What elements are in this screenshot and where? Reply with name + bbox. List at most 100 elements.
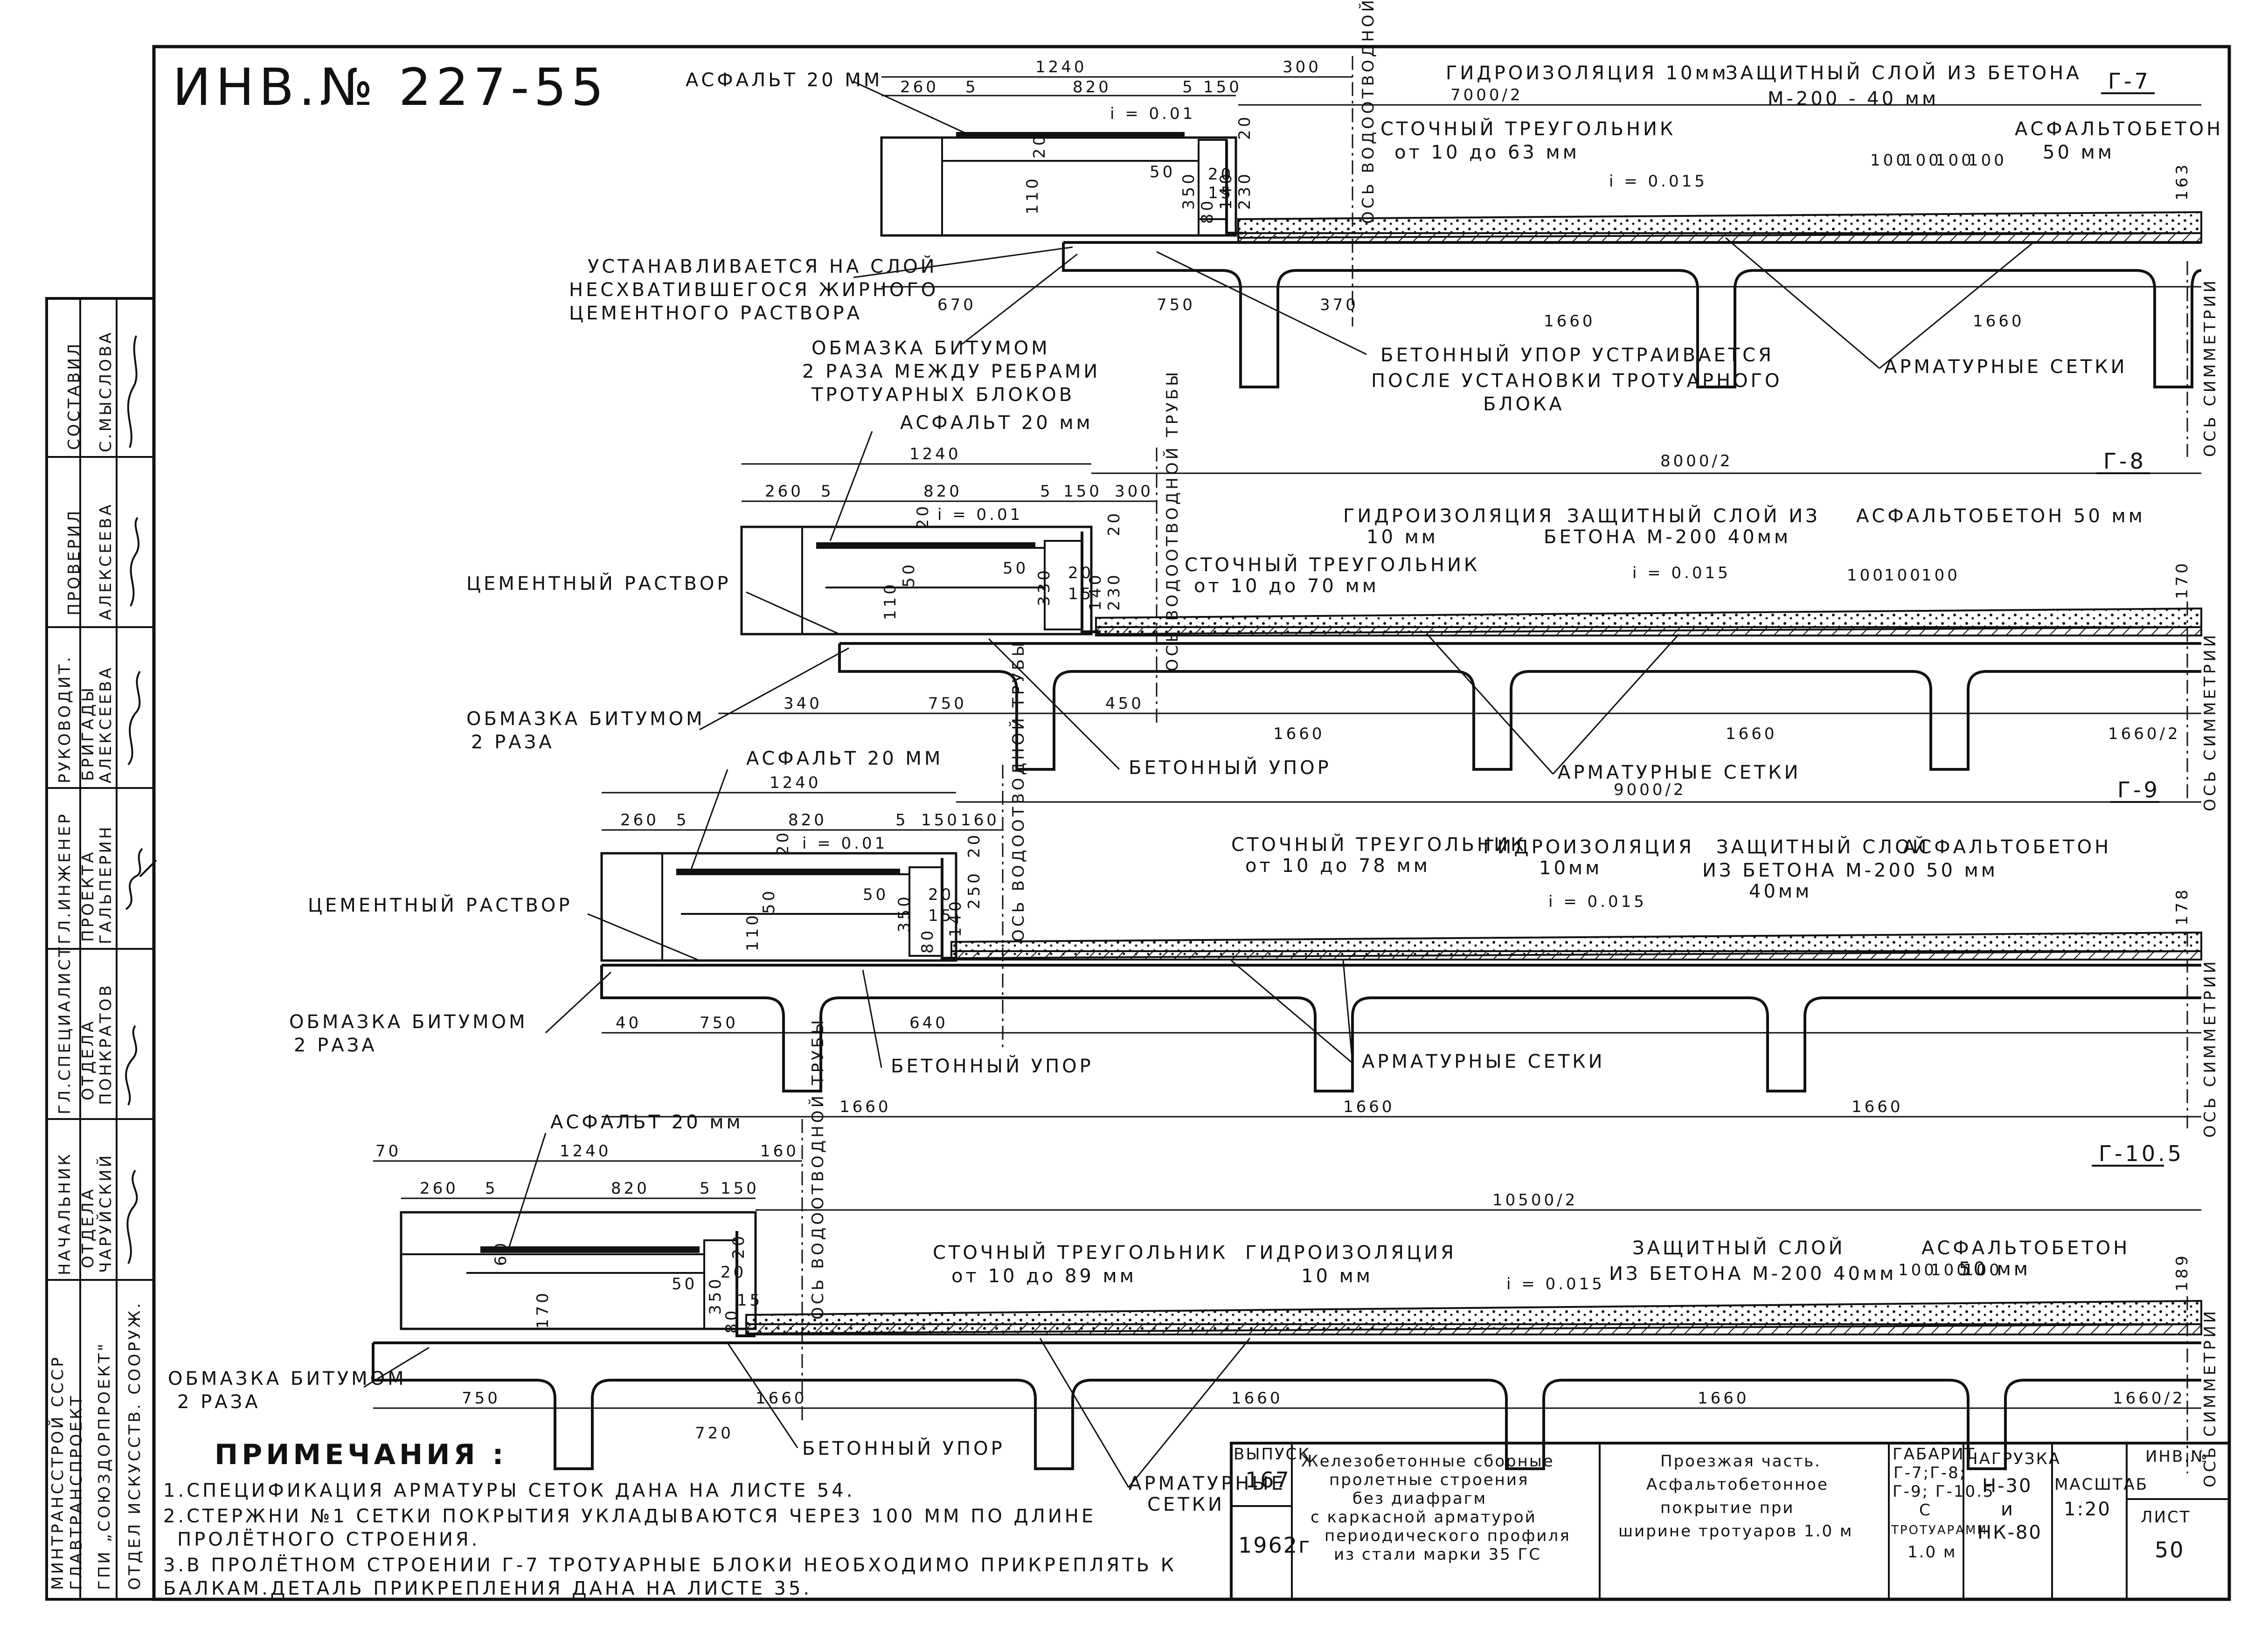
note-1: 1.СПЕЦИФИКАЦИЯ АРМАТУРЫ СЕТОК ДАНА НА ЛИ… [163,1480,855,1501]
axis-pipe: ОСЬ ВОДООТВОДНОЙ ТРУБЫ [1163,369,1182,671]
signature-5 [130,517,140,607]
dim-s-7: 170 [534,1290,552,1329]
desc-6: из стали марки 35 ГС [1334,1545,1541,1564]
dim-gap: 300 [1115,482,1153,501]
dim-s-2: 110 [743,912,762,951]
year: 1962г [1238,1533,1311,1558]
gabarit-3: С [1919,1501,1932,1520]
dim-part-1: 260 [900,78,939,97]
dim-s-1: 60 [492,1240,510,1266]
note-set-3: ЦЕМЕНТНОГО РАСТВОРА [569,303,862,324]
label-protect2: БЕТОНА М-200 40мм [1544,526,1791,548]
dim-s-5: 20 [1208,165,1234,184]
note-stop-1: БЕТОННЫЙ УПОР УСТРАИВАЕТСЯ [1380,344,1774,366]
stamp-role-6a: СОСТАВИЛ [65,341,83,450]
label-asph-beton2: 50 мм [1926,860,1998,881]
dim-s-7: 15 [1068,585,1094,603]
mesh-2: 100 [1931,1261,1970,1279]
scale-value: 1:20 [2064,1499,2111,1520]
signature-2 [125,1025,138,1106]
stamp-org-4: ОТДЕЛ ИСКУССТВ. СООРУЖ. [125,1301,144,1590]
dim-s-4: 20 [721,1263,746,1282]
slope-tr: i = 0.01 [802,834,888,853]
section-g10-5: Г-10.5 70 1240 160 10500/2 260 5 820 5 1… [168,1017,2219,1515]
dim-s-9: 140 [946,898,965,937]
note-bitum-1: ОБМАЗКА БИТУМОМ [289,1011,528,1033]
label-asph-beton: АСФАЛЬТОБЕТОН [1921,1237,2130,1259]
dim-s-4: 350 [1179,171,1198,210]
label-drain: СТОЧНЫЙ ТРЕУГОЛЬНИК [933,1241,1228,1264]
dim-s-3: 50 [672,1275,697,1293]
load-2: и [2001,1499,2014,1520]
dim-s-8: 80 [722,1308,741,1334]
mesh-1: 100 [1847,566,1886,585]
dim-s-4: 50 [900,562,918,587]
bdim-2: 750 [928,694,967,713]
label-waterproof: ГИДРОИЗОЛЯЦИЯ 10мм [1446,62,1729,84]
note-3: 3.В ПРОЛЁТНОМ СТРОЕНИИ Г-7 ТРОТУАРНЫЕ БЛ… [163,1554,1177,1576]
title-block: ВЫПУСК 167 1962г Железобетонные сборные … [1230,1442,2231,1601]
load-3: НК-80 [1977,1522,2042,1543]
mesh-4: 100 [1968,151,2007,170]
dim-part-5: 150 [921,811,960,829]
stamp-role-3a: ГЛ.ИНЖЕНЕР [55,812,74,944]
bdim-4: 1660 [1544,312,1595,331]
gabarit-4: ТРОТУАРАМИ [1891,1523,1988,1537]
dim-tr-total: 1240 [909,445,961,463]
label-asph-tr: АСФАЛЬТ 20 мм [550,1112,743,1133]
note-mesh-1: АРМАТУРНЫЕ [1129,1473,1286,1494]
mesh-2: 100 [1903,151,1942,170]
bdim-4: 1660 [839,1098,891,1116]
dim-s-8: 140 [1217,171,1235,210]
desc-5: периодического профиля [1325,1527,1571,1545]
mesh-3: 100 [1921,566,1960,585]
sheet-frame [152,45,2231,1601]
section-g9: Г-9 1240 9000/2 260 5 820 5 150 160 i = … [289,640,2219,1138]
note-2: 2.СТЕРЖНИ №1 СЕТКИ ПОКРЫТИЯ УКЛАДЫВАЮТСЯ… [163,1506,1096,1527]
note-bitum-1: ОБМАЗКА БИТУМОМ [811,338,1050,359]
stamp-org-2: ГЛАВТРАНСПРОЕКТ [67,1394,86,1590]
dim-tr-total: 1240 [560,1142,611,1161]
label-waterproof2: 10 мм [1366,526,1438,548]
dim-s-1: 20 [1030,133,1049,159]
dim-s-8: 140 [1086,572,1105,611]
note-bitum-2: 2 РАЗА МЕЖДУ РЕБРАМИ [802,361,1100,382]
dim-tr-total: 1240 [770,774,821,792]
section-id: Г-8 [2103,449,2146,474]
half-width: 9000/2 [1614,781,1686,799]
dim-s-10: 250 [965,871,984,909]
note-stop-3: БЛОКА [1483,394,1565,415]
note-bitum-2: 2 РАЗА [177,1391,261,1413]
notes-title: ПРИМЕЧАНИЯ : [215,1438,507,1471]
bdim-6: 720 [695,1424,734,1443]
axis-sym: ОСЬ СИММЕТРИИ [2201,632,2219,811]
label-asph-tr: АСФАЛЬТ 20 ММ [746,748,943,769]
bdim-6: 1660 [1852,1098,1903,1116]
bdim-4: 1660 [1698,1389,1749,1408]
dim-s-8: 80 [918,928,937,954]
note-mesh: АРМАТУРНЫЕ СЕТКИ [1362,1051,1605,1072]
axis-pipe: ОСЬ ВОДООТВОДНОЙ ТРУБЫ [1009,640,1028,942]
bdim-3: 640 [909,1014,948,1032]
signature-4 [127,670,141,766]
axis-sym: ОСЬ СИММЕТРИИ [2201,278,2219,457]
mesh-3: 100 [1963,1261,2002,1279]
sheet-number: 50 [2155,1537,2185,1562]
dim-gap: 300 [1283,58,1321,76]
signature-3 [125,848,157,910]
half-width: 10500/2 [1492,1191,1578,1209]
label-waterproof2: 10 мм [1301,1265,1373,1287]
dim-s-7: 80 [1198,198,1217,224]
mesh-1: 100 [1870,151,1909,170]
slope-deck: i = 0.015 [1632,564,1731,582]
stamp-role-2b: ОТДЕЛА [79,1019,97,1100]
note-stop: БЕТОННЫЙ УПОР [1129,756,1332,779]
stamp-role-1b: ОТДЕЛА [79,1187,97,1268]
vypusk-number: 167 [1245,1467,1290,1493]
gabarit-1: Г-7;Г-8; [1893,1464,1966,1482]
bdim-4: 1660 [1273,725,1325,743]
dim-tr-total: 1240 [1035,58,1087,76]
label-waterproof: ГИДРОИЗОЛЯЦИЯ [1343,505,1554,527]
note-bitum-3: ТРОТУАРНЫХ БЛОКОВ [811,384,1075,406]
stamp-name-3: ГАЛЬПЕРИН [97,825,115,944]
